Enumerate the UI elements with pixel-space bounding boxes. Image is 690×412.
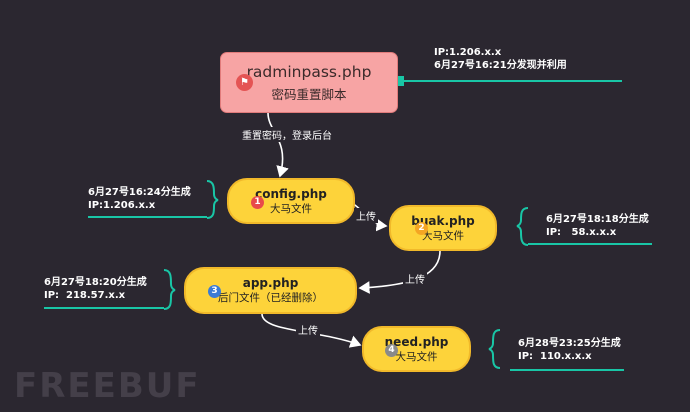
node-title: need.php: [384, 334, 449, 349]
note-2-bracket: [516, 207, 529, 246]
node-config-php[interactable]: 1 config.php 大马文件: [227, 178, 355, 224]
root-connector-dot: [398, 76, 404, 86]
node-title: config.php: [255, 186, 327, 201]
note-line: 6月27号16:24分生成: [88, 187, 191, 198]
note-1-bracket: [206, 180, 219, 219]
number-badge-4: 4: [385, 344, 398, 357]
note-3-bracket: [163, 269, 176, 310]
node-app-php[interactable]: 3 app.php 后门文件（已经删除）: [184, 267, 357, 314]
edge-label-upload-1: 上传: [354, 208, 378, 223]
edge-root-to-config: [267, 112, 289, 178]
root-note: IP:1.206.x.x 6月27号16:21分发现并利用: [434, 46, 567, 72]
node-title: app.php: [242, 276, 299, 290]
node-title: buak.php: [411, 213, 475, 228]
note-line: 6月28号23:25分生成: [518, 338, 621, 349]
node-subtitle: 后门文件（已经删除）: [218, 292, 323, 304]
note-line: 6月27号18:18分生成: [546, 214, 649, 225]
root-subtitle: 密码重置脚本: [271, 86, 347, 102]
note-config: 6月27号16:24分生成 IP:1.206.x.x: [88, 186, 191, 212]
edge-buak-to-app: [358, 250, 441, 294]
note-line: IP: 218.57.x.x: [44, 290, 126, 301]
number-badge-1: 1: [251, 196, 264, 209]
note-app: 6月27号18:20分生成 IP: 218.57.x.x: [44, 276, 147, 302]
node-subtitle: 大马文件: [422, 229, 464, 242]
note-4-bracket: [488, 329, 501, 369]
root-node-radminpass[interactable]: ⚑ radminpass.php 密码重置脚本: [220, 52, 398, 113]
edge-label-upload-2: 上传: [403, 271, 427, 286]
note-line: IP: 110.x.x.x: [518, 351, 592, 362]
node-subtitle: 大马文件: [270, 202, 312, 215]
node-subtitle: 大马文件: [395, 350, 438, 363]
flag-icon: ⚑: [236, 74, 253, 91]
note-line: IP:1.206.x.x: [88, 200, 156, 211]
number-badge-3: 3: [208, 285, 221, 298]
node-need-php[interactable]: 4 need.php 大马文件: [362, 326, 471, 372]
note-buak: 6月27号18:18分生成 IP: 58.x.x.x: [546, 213, 649, 239]
root-note-line: 6月27号16:21分发现并利用: [434, 60, 567, 71]
note-line: IP: 58.x.x.x: [546, 227, 617, 238]
root-note-line: IP:1.206.x.x: [434, 47, 502, 58]
edge-label-upload-3: 上传: [296, 322, 320, 337]
node-buak-php[interactable]: 2 buak.php 大马文件: [389, 205, 497, 251]
edge-label-reset-login: 重置密码，登录后台: [240, 127, 334, 142]
freebuf-watermark: FREEBUF: [14, 366, 201, 406]
root-title: radminpass.php: [246, 62, 372, 81]
note-need: 6月28号23:25分生成 IP: 110.x.x.x: [518, 337, 621, 363]
note-line: 6月27号18:20分生成: [44, 277, 147, 288]
number-badge-2: 2: [415, 222, 428, 235]
